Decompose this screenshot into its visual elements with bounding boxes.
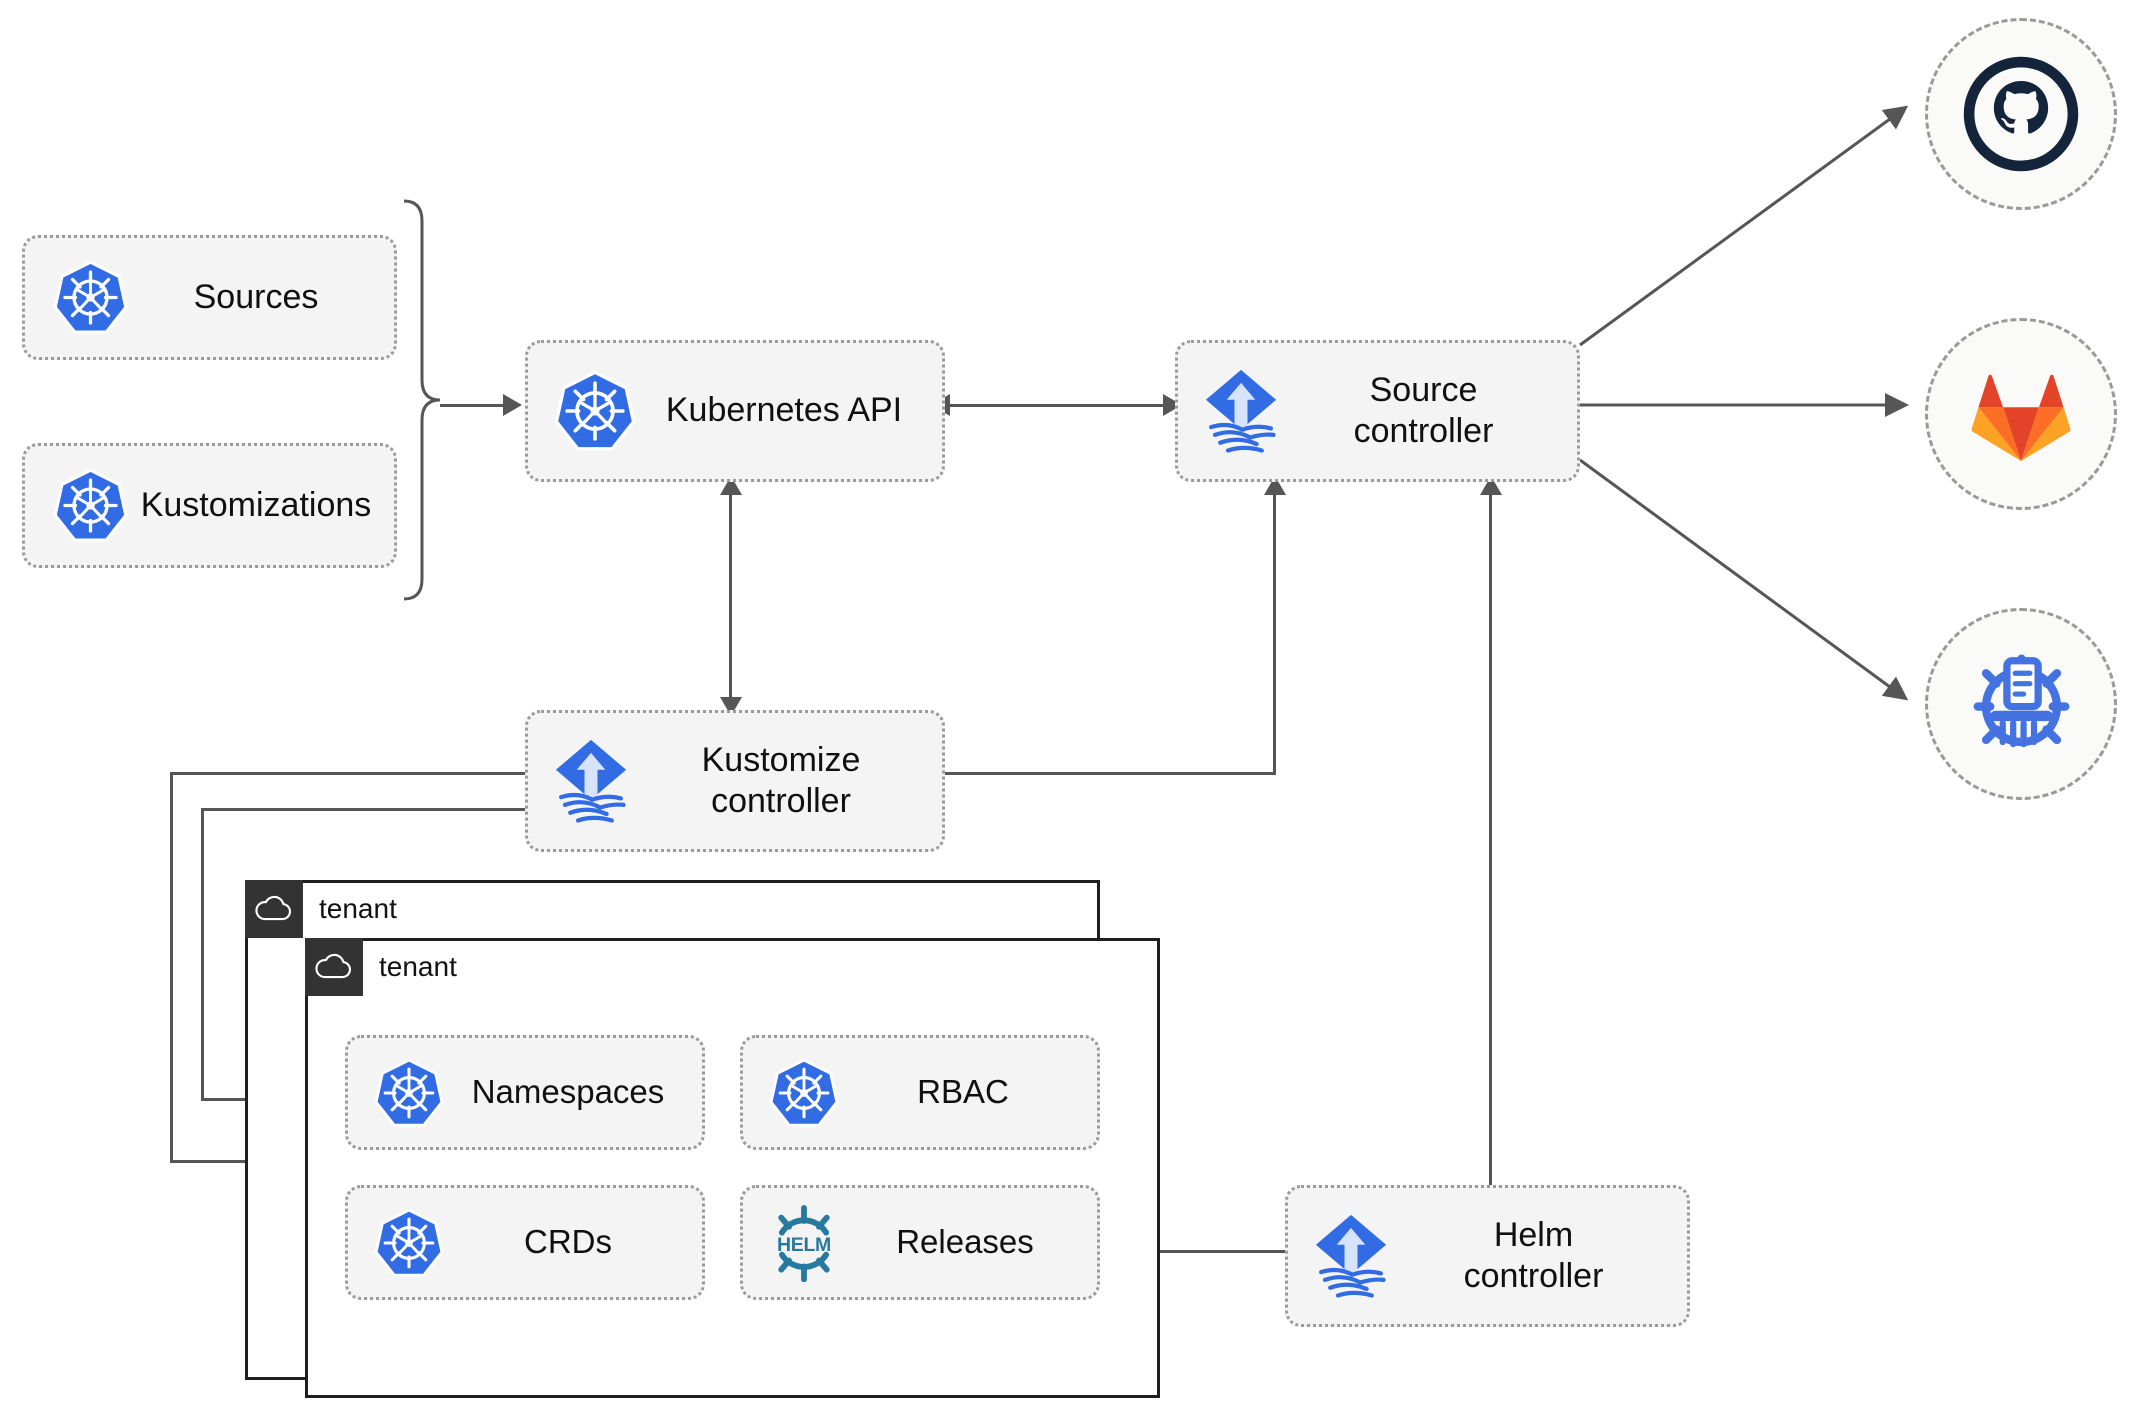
resource-label: Sources xyxy=(193,277,319,316)
helm-icon xyxy=(743,1204,843,1282)
kustomize-tenant-outer-v2 xyxy=(170,1097,173,1163)
api-kustomize-line xyxy=(729,482,732,710)
kubernetes-icon xyxy=(743,1058,839,1128)
tenant-resource-label: Releases xyxy=(896,1223,1034,1261)
kustomize-tenant-outer-v xyxy=(170,772,173,1100)
kustomize-source-h xyxy=(945,772,1276,775)
gitlab-icon xyxy=(1965,358,2077,470)
bracket-to-api-line xyxy=(440,404,505,407)
kustomize-tenant-inner-h1 xyxy=(201,808,525,811)
kustomize-tenant-inner-v xyxy=(201,808,204,1101)
source-providers-connectors xyxy=(1579,105,1909,701)
tenant-resource-namespaces[interactable]: Namespaces xyxy=(345,1035,705,1150)
controller-kubernetes-api[interactable]: Kubernetes API xyxy=(525,340,945,482)
tenant-resource-releases[interactable]: Releases xyxy=(740,1185,1100,1300)
tenant-inner-container: tenant xyxy=(305,938,1160,1398)
tenant-outer-header: tenant xyxy=(245,880,397,938)
tenant-outer-label: tenant xyxy=(319,893,397,924)
kubernetes-icon xyxy=(528,370,636,452)
cloud-icon xyxy=(245,880,303,938)
api-source-line xyxy=(950,404,1170,407)
controller-kustomize[interactable]: Kustomize controller xyxy=(525,710,945,852)
helm-source-v xyxy=(1489,482,1492,1185)
resource-kustomizations[interactable]: Kustomizations xyxy=(22,443,397,568)
tenant-resource-label: Namespaces xyxy=(471,1073,665,1111)
tenant-resource-rbac[interactable]: RBAC xyxy=(740,1035,1100,1150)
kubernetes-icon xyxy=(348,1058,444,1128)
controller-label: Source controller xyxy=(1353,370,1494,450)
resource-sources[interactable]: Sources xyxy=(22,235,397,360)
provider-gitlab[interactable] xyxy=(1925,318,2117,510)
controller-helm[interactable]: Helm controller xyxy=(1285,1185,1690,1327)
tenant-inner-label: tenant xyxy=(379,951,457,982)
kubernetes-icon xyxy=(348,1208,444,1278)
controller-source[interactable]: Source controller xyxy=(1175,340,1580,482)
kustomize-source-v xyxy=(1273,482,1276,774)
kustomize-tenant-outer-h1 xyxy=(170,772,525,775)
flux-icon xyxy=(1178,364,1280,459)
controller-label: Kustomize controller xyxy=(701,740,861,820)
provider-helm-repository[interactable] xyxy=(1925,608,2117,800)
tenant-resource-label: CRDs xyxy=(524,1223,612,1261)
controller-label: Helm controller xyxy=(1463,1215,1604,1295)
helm-repository-icon xyxy=(1959,642,2084,767)
flux-icon xyxy=(528,734,630,829)
controller-label: Kubernetes API xyxy=(665,391,903,430)
provider-github[interactable] xyxy=(1925,18,2117,210)
resource-label: Kustomizations xyxy=(140,485,372,524)
kubernetes-icon xyxy=(25,260,128,335)
github-icon xyxy=(1962,55,2080,173)
cloud-icon xyxy=(305,938,363,996)
flux-icon xyxy=(1288,1209,1390,1304)
helm-releases-line xyxy=(1125,1250,1290,1253)
bracket-to-api-arrow xyxy=(503,394,522,416)
tenant-inner-header: tenant xyxy=(305,938,457,996)
tenant-resource-label: RBAC xyxy=(917,1073,1009,1111)
sources-bracket xyxy=(403,199,441,601)
tenant-resource-crds[interactable]: CRDs xyxy=(345,1185,705,1300)
kubernetes-icon xyxy=(25,468,128,543)
